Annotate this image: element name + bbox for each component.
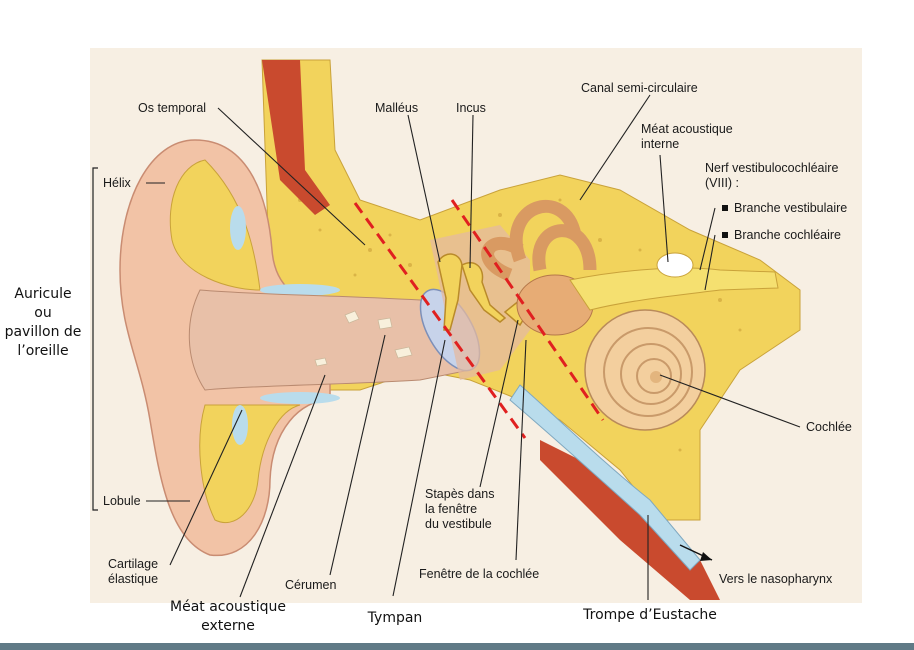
muscle-lower xyxy=(540,440,720,600)
cochlea-structure xyxy=(584,309,706,431)
bullet-cochlear xyxy=(722,232,728,238)
label-meat-acoustique-interne: Méat acoustique interne xyxy=(641,122,733,151)
bullet-vestibular xyxy=(722,205,728,211)
outer-middle-divider xyxy=(353,202,527,439)
cartilage-highlight-3 xyxy=(260,284,340,296)
internal-acoustic-meatus xyxy=(656,252,694,278)
label-stapes: Stapès dans la fenêtre du vestibule xyxy=(425,487,495,531)
label-lobule: Lobule xyxy=(103,494,141,508)
label-vers-nasopharynx: Vers le nasopharynx xyxy=(719,572,833,586)
label-branche-vestibulaire: Branche vestibulaire xyxy=(734,201,848,215)
label-auricule: Auricule ou pavillon de l’oreille xyxy=(4,286,82,359)
eustachian-tube xyxy=(509,384,701,571)
label-meat-acoustique-externe: Méat acoustique externe xyxy=(170,599,286,634)
vestibulocochlear-nerve xyxy=(569,267,779,311)
label-os-temporal: Os temporal xyxy=(138,101,207,115)
bottom-bar xyxy=(0,643,914,650)
label-malleus: Malléus xyxy=(375,101,419,115)
label-canal-semi-circulaire: Canal semi-circulaire xyxy=(581,81,698,95)
label-nerf-vestibulocochleaire: Nerf vestibulocochléaire (VIII) : xyxy=(705,161,839,190)
cerumen-flakes xyxy=(314,310,413,367)
middle-inner-divider xyxy=(450,199,605,421)
label-incus: Incus xyxy=(456,101,486,115)
cartilage-highlight-2 xyxy=(232,405,248,445)
cartilage-highlight-1 xyxy=(230,206,246,250)
muscle-upper xyxy=(262,60,330,215)
leader-lines xyxy=(146,94,801,600)
label-cartilage-elastique: Cartilage élastique xyxy=(108,557,159,586)
label-branche-cochleaire: Branche cochléaire xyxy=(734,228,842,242)
nasopharynx-arrowhead xyxy=(700,552,712,561)
label-helix: Hélix xyxy=(103,176,131,190)
label-trompe-eustache: Trompe d’Eustache xyxy=(583,607,717,623)
label-tympan: Tympan xyxy=(367,610,423,626)
label-cochlee: Cochlée xyxy=(806,420,852,434)
auricle-bracket xyxy=(92,167,98,511)
label-fenetre-cochlee: Fenêtre de la cochlée xyxy=(419,567,540,581)
auricle-cartilage-lower xyxy=(199,404,301,523)
label-cerumen: Cérumen xyxy=(285,578,337,592)
cartilage-highlight-4 xyxy=(260,392,340,404)
external-canal xyxy=(188,289,471,391)
